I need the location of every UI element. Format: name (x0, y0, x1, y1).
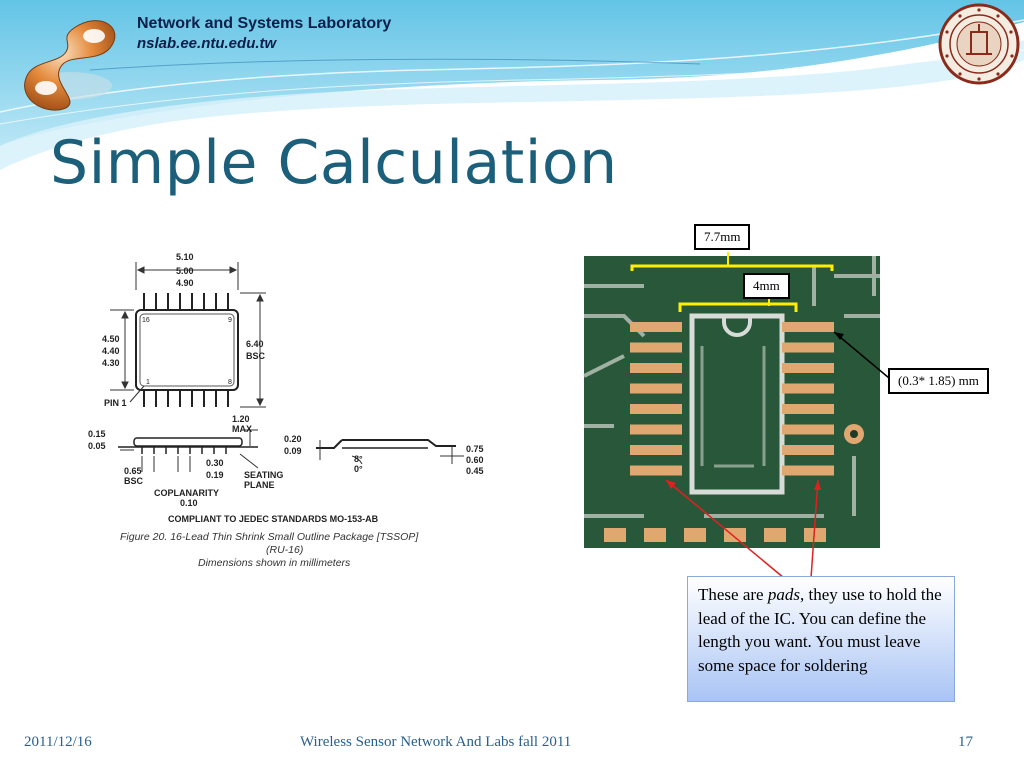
footer-page-number: 17 (958, 734, 973, 750)
lead-thickness-2: 0.09 (284, 446, 302, 456)
pad-left (630, 424, 682, 435)
note-emphasis: pads (767, 585, 800, 604)
inner-width-label: 4mm (743, 273, 790, 299)
pad-right (782, 342, 834, 353)
dim-right-1: 6.40 (246, 339, 264, 349)
pin-1-label: 1 (146, 379, 150, 386)
pcb-pads (630, 322, 834, 476)
pad-right (782, 424, 834, 435)
pad-left (630, 342, 682, 353)
dim-left-3: 4.30 (102, 358, 120, 368)
lead-width-2: 0.19 (206, 470, 224, 480)
seating-2: PLANE (244, 480, 275, 490)
pitch-1: 0.65 (124, 466, 142, 476)
pads-note: These are pads, they use to hold the lea… (687, 576, 955, 702)
thickness-2: 0.05 (88, 441, 106, 451)
pin1-callout: PIN 1 (104, 398, 127, 408)
pitch-2: BSC (124, 476, 144, 486)
slide-title: Simple Calculation (50, 128, 618, 198)
angle-2: 0° (354, 464, 363, 474)
width-label: 7.7mm (694, 224, 751, 250)
pad-left (630, 404, 682, 414)
foot-1: 0.75 (466, 444, 484, 454)
footer-course: Wireless Sensor Network And Labs fall 20… (300, 734, 572, 750)
footer-date: 2011/12/16 (24, 734, 92, 750)
header-background (0, 0, 1024, 170)
lead-thickness-1: 0.20 (284, 434, 302, 444)
pad-left (630, 445, 682, 455)
note-text-1: These are (698, 585, 768, 604)
figure-caption-1: Figure 20. 16-Lead Thin Shrink Small Out… (120, 531, 419, 543)
dim-top-1: 5.10 (176, 252, 194, 262)
seating-1: SEATING (244, 470, 283, 480)
pad-right (782, 363, 834, 373)
pin-16-label: 16 (142, 317, 150, 324)
max-height-1: 1.20 (232, 414, 250, 424)
pad-left (630, 322, 682, 332)
university-seal (938, 3, 1020, 85)
pad-right (782, 383, 834, 394)
pad-left (630, 383, 682, 394)
lab-url[interactable]: nslab.ee.ntu.edu.tw (137, 35, 277, 52)
dim-top-2: 5.00 (176, 266, 194, 276)
thickness-1: 0.15 (88, 429, 106, 439)
coplanarity-1: COPLANARITY (154, 488, 219, 498)
angle-1: 8° (354, 454, 363, 464)
foot-2: 0.60 (466, 455, 484, 465)
compliance-note: COMPLIANT TO JEDEC STANDARDS MO-153-AB (168, 514, 379, 524)
figure-caption-3: Dimensions shown in millimeters (198, 557, 351, 569)
pin-8-label: 8 (228, 379, 232, 386)
pad-right (782, 322, 834, 332)
lab-logo (24, 20, 116, 111)
lead-width-1: 0.30 (206, 458, 224, 468)
pad-right (782, 404, 834, 414)
max-height-2: MAX (232, 424, 252, 434)
pad-right (782, 465, 834, 476)
pad-size-label: (0.3* 1.85) mm (888, 368, 989, 394)
dim-right-2: BSC (246, 351, 266, 361)
foot-3: 0.45 (466, 466, 484, 476)
package-drawing: 5.10 5.00 4.90 4.50 4.40 4.30 6.40 BSC 1… (88, 252, 484, 569)
pad-right (782, 445, 834, 455)
lab-name: Network and Systems Laboratory (137, 15, 392, 32)
pcb-photo (583, 256, 880, 548)
figure-caption-2: (RU-16) (266, 544, 303, 556)
dim-left-1: 4.50 (102, 334, 120, 344)
pad-left (630, 465, 682, 476)
dim-left-2: 4.40 (102, 346, 120, 356)
pin-9-label: 9 (228, 317, 232, 324)
pad-left (630, 363, 682, 373)
coplanarity-2: 0.10 (180, 498, 198, 508)
note-text-2: , they use to hold the lead of the IC. Y… (698, 585, 942, 675)
dim-top-3: 4.90 (176, 278, 194, 288)
